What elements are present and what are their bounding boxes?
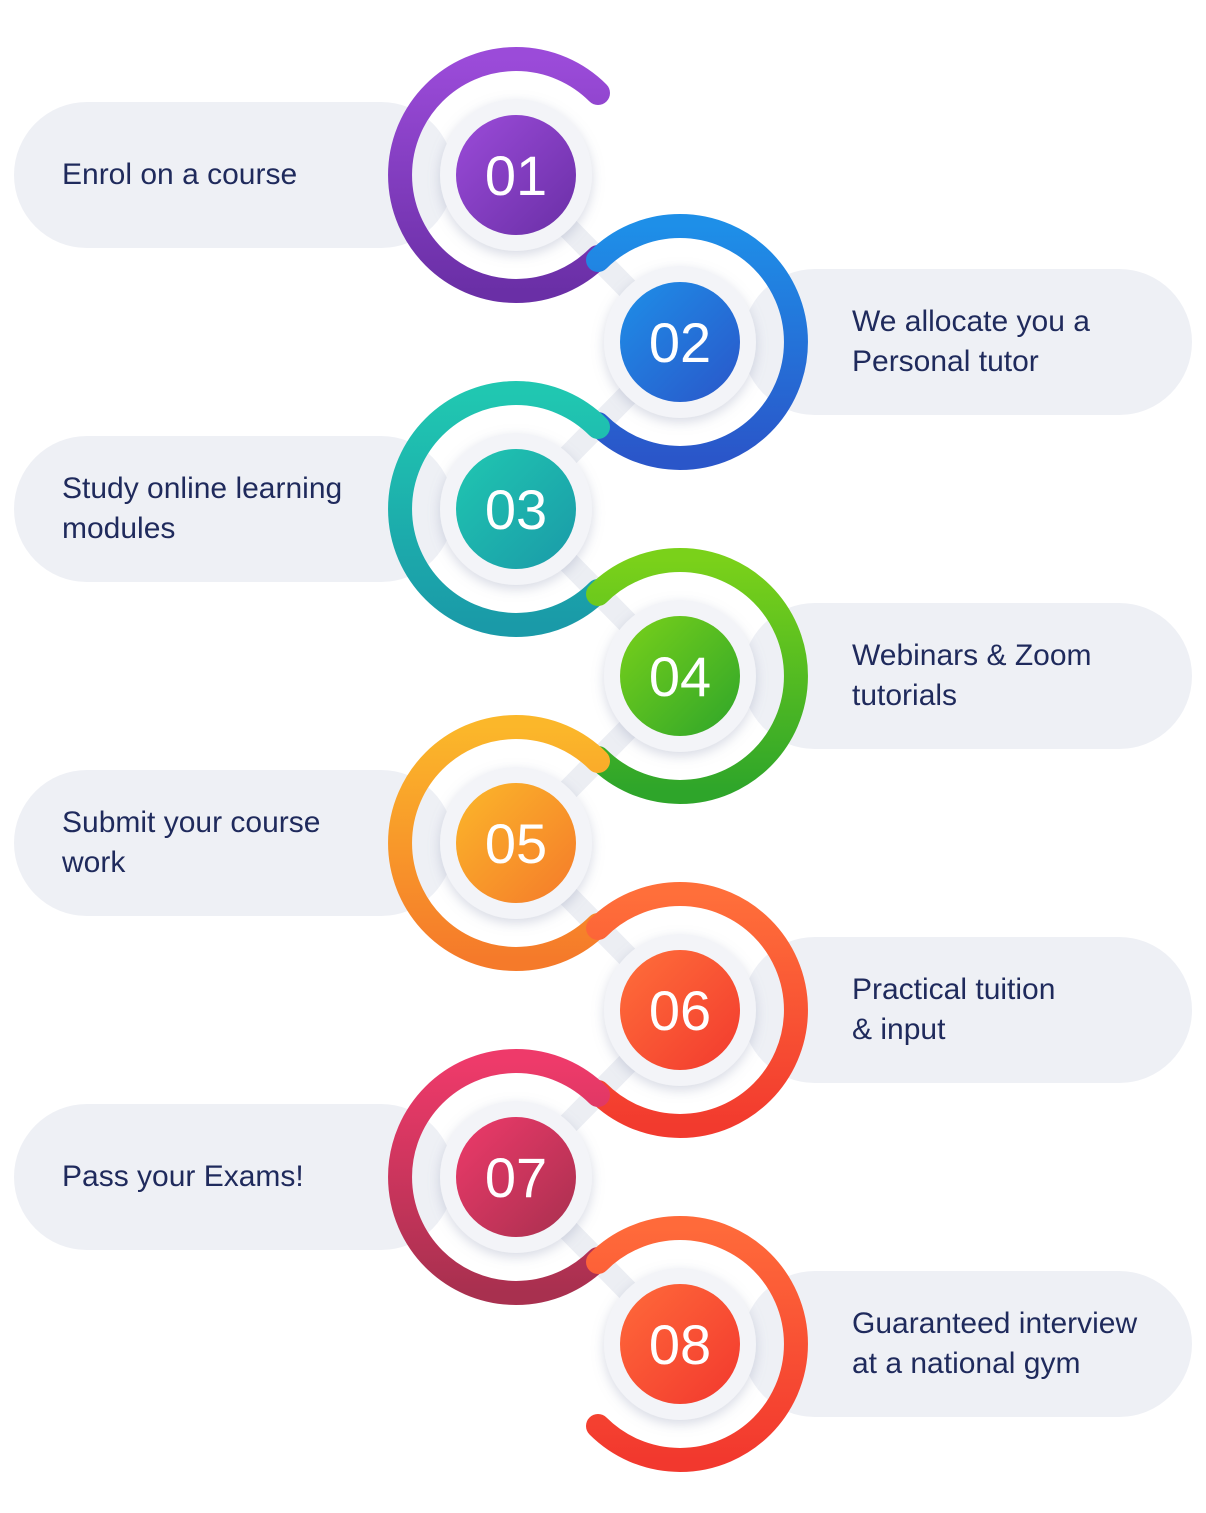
step-08-label: Guaranteed interview at a national gym [852,1307,1138,1380]
step-06-ring [586,882,808,1138]
step-08-number: 08 [649,1313,711,1376]
step-07-label: Pass your Exams! [62,1160,304,1193]
step-03-pill [14,436,454,582]
step-04-label: Webinars & Zoom tutorials [852,639,1092,712]
step-01-pill [14,102,454,248]
label-pills [14,102,1192,1417]
step-02-label: We allocate you a Personal tutor [852,305,1090,378]
step-05-circle [456,783,576,903]
step-03-label: Study online learning modules [62,472,343,545]
step-03-circle [456,449,576,569]
step-rings [388,47,808,1472]
step-07-ring [388,1049,610,1305]
step-08-pill [742,1271,1192,1417]
step-08-ring [586,1216,808,1472]
step-02-ring [586,214,808,470]
step-07-pill [14,1104,454,1250]
step-05-pill [14,770,454,916]
step-06-pill [742,937,1192,1083]
step-07-circle [456,1117,576,1237]
step-05-label: Submit your course work [62,806,321,879]
step-04-number: 04 [649,645,711,708]
step-04-circle [620,616,740,736]
step-02-number: 02 [649,311,711,374]
step-01-number: 01 [485,144,547,207]
step-01-label: Enrol on a course [62,158,298,191]
step-04-pill [742,603,1192,749]
step-nodes: 01 02 03 04 05 06 07 08 [440,99,756,1420]
step-06-number: 06 [649,979,711,1042]
step-06-circle [620,950,740,1070]
step-08-circle [620,1284,740,1404]
step-02-pill [742,269,1192,415]
step-03-number: 03 [485,478,547,541]
step-03-ring [388,381,610,637]
step-02-circle [620,282,740,402]
step-06-label: Practical tuition & input [852,973,1056,1046]
step-05-number: 05 [485,812,547,875]
step-05-ring [388,715,610,971]
step-01-ring [388,47,610,303]
step-07-number: 07 [485,1146,547,1209]
step-01-circle [456,115,576,235]
step-04-ring [586,548,808,804]
